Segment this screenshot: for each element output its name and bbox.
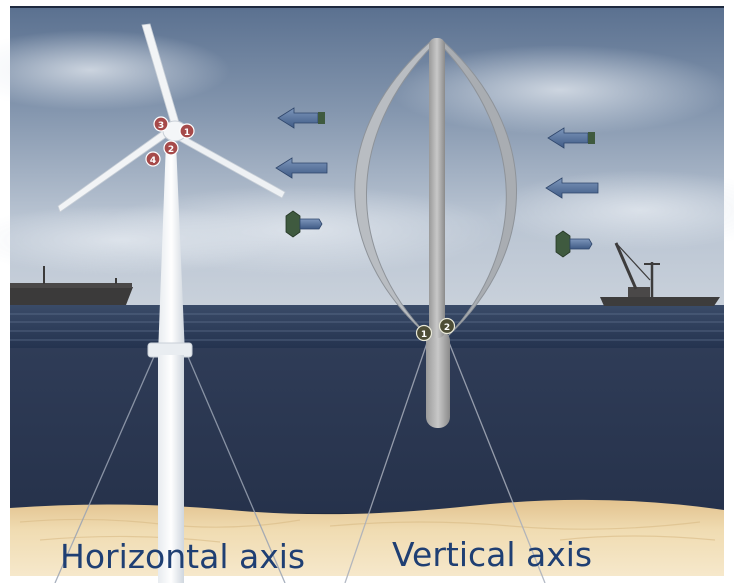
svg-text:4: 4	[150, 156, 156, 166]
vawt-marker-2: 2	[438, 317, 456, 335]
clouds	[0, 30, 734, 275]
vawt-blade-right	[439, 41, 517, 337]
hawt-marker-3: 3	[153, 116, 169, 132]
svg-text:1: 1	[421, 330, 427, 340]
left-arrow-icon	[547, 127, 595, 149]
left-arrow-icon	[545, 177, 599, 199]
hawt-spar	[158, 355, 184, 583]
wind-vane-icon	[555, 230, 593, 258]
left-arrow-icon	[277, 107, 325, 129]
crane-barge	[600, 242, 720, 306]
hawt-marker-4: 4	[145, 151, 161, 167]
vawt-spar	[426, 330, 450, 428]
wind-vane-icon	[285, 210, 323, 238]
hawt-marker-2: 2	[163, 140, 179, 156]
seabed	[10, 499, 724, 576]
hawt-tower	[158, 142, 185, 355]
horizontal-axis-turbine: 1 2 3 4	[57, 23, 286, 583]
hawt-mooring-lines	[54, 351, 286, 583]
vawt-marker-1: 1	[415, 324, 433, 342]
sea-surface	[10, 305, 724, 349]
svg-text:1: 1	[184, 128, 190, 138]
caption-vertical-axis: Vertical axis	[392, 535, 593, 574]
cargo-ship	[10, 266, 133, 305]
deep-water	[10, 348, 724, 513]
vertical-axis-turbine: 1 2	[354, 38, 517, 428]
svg-text:2: 2	[168, 145, 174, 155]
svg-text:2: 2	[444, 323, 450, 333]
hawt-marker-1: 1	[179, 123, 195, 139]
caption-horizontal-axis: Horizontal axis	[60, 537, 306, 576]
vawt-shaft	[429, 38, 445, 338]
hawt-platform	[147, 342, 193, 358]
vawt-mooring-lines	[344, 339, 546, 583]
left-arrow-icon	[275, 157, 328, 179]
svg-text:3: 3	[158, 121, 164, 131]
waves	[10, 313, 724, 341]
